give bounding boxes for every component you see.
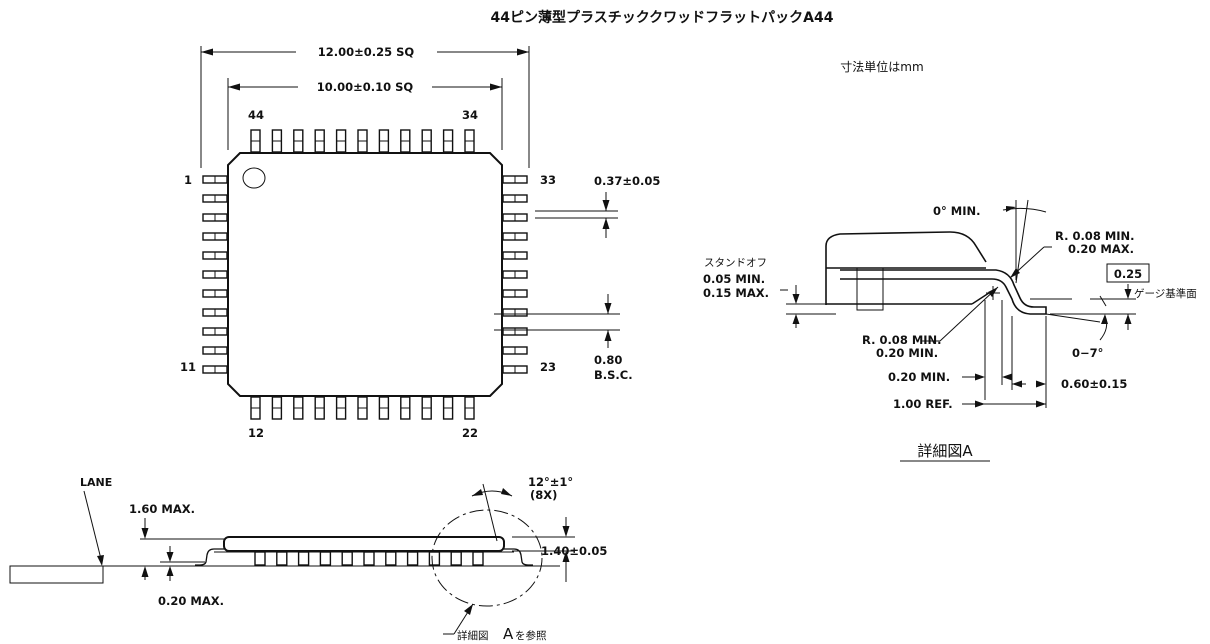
dim-standoff-max-label: 0.20 MAX. bbox=[158, 594, 224, 608]
foot-angle-label: 0−7° bbox=[1072, 346, 1103, 360]
pin-11-label: 11 bbox=[180, 360, 196, 374]
pin-44-label: 44 bbox=[248, 108, 264, 122]
detail-lead bbox=[840, 269, 1047, 315]
detail-callout-letter: A bbox=[503, 625, 514, 643]
dim-pitch-value: 0.80 bbox=[594, 353, 622, 367]
side-lead bbox=[297, 551, 310, 566]
pin-12-label: 12 bbox=[248, 426, 264, 440]
side-lead bbox=[472, 551, 484, 566]
detail-a: 0° MIN. R. 0.08 MIN. 0.20 MAX. 0.25 ゲージ基… bbox=[703, 199, 1197, 462]
radius-inner-max: 0.20 MIN. bbox=[876, 346, 938, 360]
side-lead-row bbox=[254, 551, 484, 566]
pin-23-label: 23 bbox=[540, 360, 556, 374]
detail-a-caption: 詳細図A bbox=[917, 442, 973, 460]
gauge-value: 0.25 bbox=[1114, 267, 1142, 281]
side-lead bbox=[450, 551, 462, 566]
pin-22-label: 22 bbox=[462, 426, 478, 440]
dim-pitch: 0.80 B.S.C. bbox=[494, 294, 633, 382]
dim-lead-width: 0.37±0.05 bbox=[535, 174, 660, 238]
detail-callout-suffix: を参照 bbox=[515, 629, 547, 642]
side-lead bbox=[406, 551, 419, 566]
dim-max-height-label: 1.60 MAX. bbox=[129, 502, 195, 516]
top-view: 12.00±0.25 SQ 10.00±0.10 SQ 44 34 1 33 1… bbox=[180, 45, 660, 440]
gauge-box bbox=[1106, 263, 1150, 283]
side-lead bbox=[254, 551, 266, 566]
pin-33-label: 33 bbox=[540, 173, 556, 187]
pins-bottom-row bbox=[250, 396, 475, 420]
radius-outer-min: R. 0.08 MIN. bbox=[1055, 229, 1135, 243]
dim-body-label: 10.00±0.10 SQ bbox=[317, 80, 414, 94]
dim-body-thickness-label: 1.40±0.05 bbox=[541, 544, 607, 558]
side-lead bbox=[363, 551, 375, 566]
package-body bbox=[227, 152, 503, 397]
side-body bbox=[223, 536, 505, 552]
side-lead bbox=[319, 551, 332, 566]
dim-angle-label: 12°±1° bbox=[528, 475, 573, 489]
dim-body: 10.00±0.10 SQ bbox=[227, 78, 503, 150]
angle-min-label: 0° MIN. bbox=[933, 204, 980, 218]
dim-lead-width-label: 0.37±0.05 bbox=[594, 174, 660, 188]
dim-pitch-suffix: B.S.C. bbox=[594, 368, 633, 382]
detail-callout-prefix: 詳細図 bbox=[457, 629, 489, 642]
units-note: 寸法単位はmm bbox=[840, 59, 923, 74]
pin-34-label: 34 bbox=[462, 108, 478, 122]
radius-outer-max: 0.20 MAX. bbox=[1068, 242, 1134, 256]
side-lead-left bbox=[195, 548, 224, 566]
seating-plane-block bbox=[9, 565, 104, 584]
pins-right-column bbox=[502, 175, 528, 374]
side-lead bbox=[341, 551, 353, 566]
radius-inner-min: R. 0.08 MIN. bbox=[862, 333, 942, 347]
side-view: LANE 1.60 MAX. 0.20 MAX. 1.40±0.05 bbox=[9, 475, 607, 643]
pin1-indicator bbox=[242, 167, 266, 189]
side-lead bbox=[385, 551, 397, 566]
pin-1-label: 1 bbox=[184, 173, 192, 187]
lead-ref-label: 1.00 REF. bbox=[893, 397, 953, 411]
pins-left-column bbox=[202, 175, 228, 374]
pins-top-row bbox=[250, 129, 475, 153]
dim-outer: 12.00±0.25 SQ bbox=[200, 45, 530, 168]
drawing-title: 44ピン薄型プラスチッククワッドフラットパックA44 bbox=[491, 9, 834, 26]
standoff-label: スタンドオフ bbox=[704, 257, 767, 269]
detail-a-circle bbox=[431, 509, 543, 607]
foot-length-label: 0.60±0.15 bbox=[1061, 377, 1127, 391]
side-lead bbox=[428, 551, 441, 566]
dim-outer-label: 12.00±0.25 SQ bbox=[318, 45, 415, 59]
detail-body-outline bbox=[825, 231, 987, 305]
gauge-label: ゲージ基準面 bbox=[1134, 287, 1197, 300]
standoff-min: 0.05 MIN. bbox=[703, 272, 765, 286]
foot-min-label: 0.20 MIN. bbox=[888, 370, 950, 384]
dim-angle-count: (8X) bbox=[530, 488, 557, 502]
side-lead-right bbox=[504, 548, 533, 566]
side-lead bbox=[276, 551, 288, 566]
lane-label: LANE bbox=[80, 476, 112, 489]
standoff-max: 0.15 MAX. bbox=[703, 286, 769, 300]
